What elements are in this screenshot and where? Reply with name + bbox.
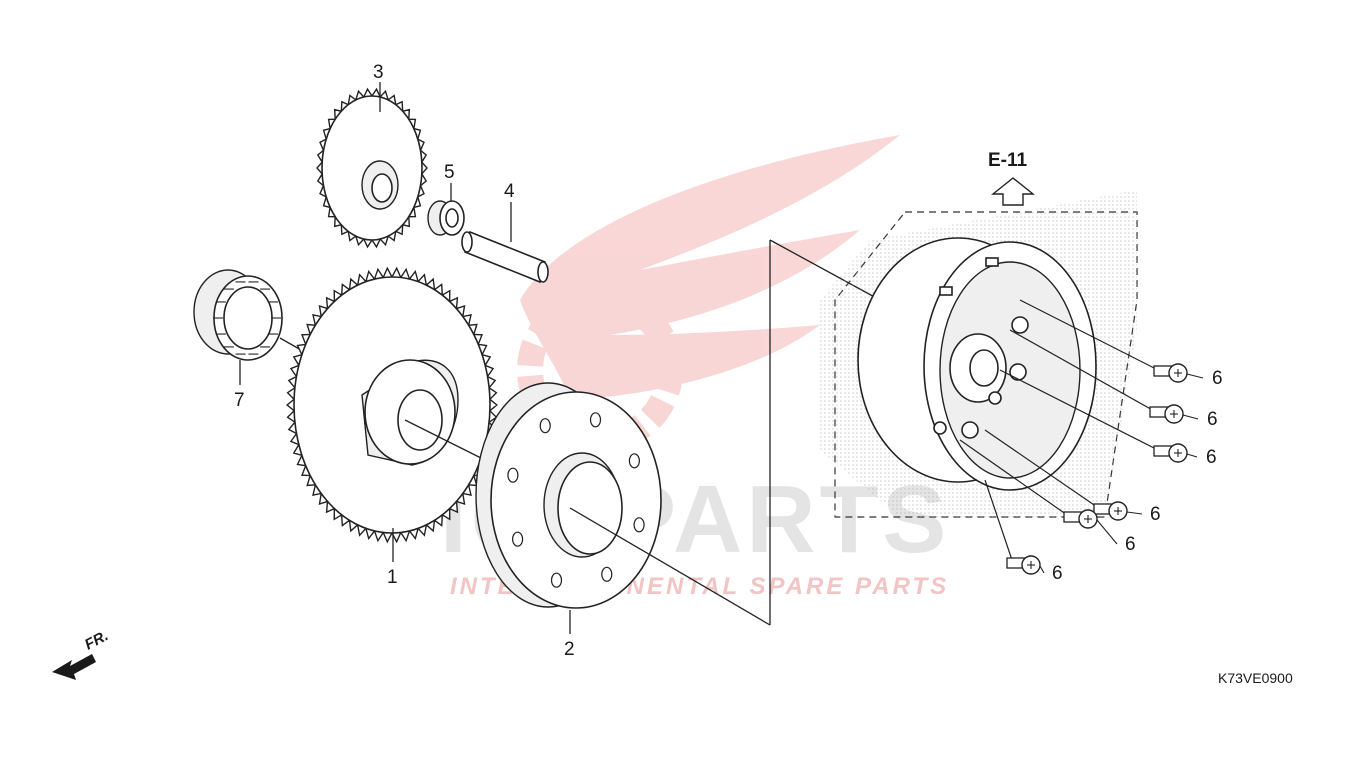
- part-3-gear: [316, 87, 428, 249]
- part-6-bolt: [999, 369, 1198, 463]
- callout-7: 7: [234, 390, 245, 411]
- front-marker: FR.: [82, 627, 111, 653]
- callout-6a: 6: [1212, 368, 1223, 389]
- reference-e11: E-11: [988, 150, 1028, 171]
- callout-4: 4: [504, 181, 515, 202]
- callout-6d: 6: [1150, 504, 1161, 525]
- leader-1-axis: [404, 419, 486, 461]
- callout-2: 2: [564, 639, 575, 660]
- part-6-bolt: [1009, 329, 1199, 424]
- flywheel-rotor: [857, 237, 1097, 491]
- callout-6e: 6: [1125, 534, 1136, 555]
- callout-1: 1: [387, 567, 398, 588]
- part-2-starter-clutch: [475, 382, 662, 609]
- part-1-driven-gear: [285, 266, 499, 544]
- part-4-shaft: [461, 230, 549, 284]
- reference-arrow-icon: [991, 177, 1035, 206]
- callout-6b: 6: [1207, 409, 1218, 430]
- drawing-code: K73VE0900: [1218, 670, 1293, 686]
- part-5-collar: [427, 200, 465, 236]
- part-6-bolt: [959, 439, 1118, 545]
- leader-2-axis: [569, 507, 771, 626]
- part-6-bolt: [984, 429, 1143, 521]
- callout-6c: 6: [1206, 447, 1217, 468]
- part-6-bolt: [984, 479, 1045, 575]
- callout-5: 5: [444, 162, 455, 183]
- part-6-bolt: [1019, 299, 1204, 383]
- callout-3: 3: [373, 62, 384, 83]
- part-7-bearing: [193, 269, 283, 361]
- callout-6f: 6: [1052, 563, 1063, 584]
- front-arrow-icon: [52, 654, 96, 680]
